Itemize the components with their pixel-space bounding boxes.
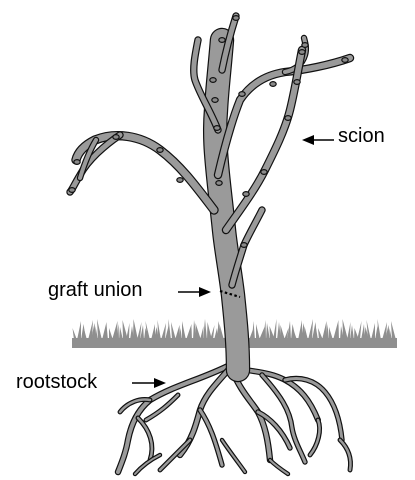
grass-blade <box>347 322 351 340</box>
bud <box>342 58 348 63</box>
grass-blade <box>158 320 162 340</box>
tree-trunk-and-branches <box>70 16 350 370</box>
bud <box>261 170 267 175</box>
bud <box>241 243 247 248</box>
bud <box>177 178 183 183</box>
graft-union-label: graft union <box>48 280 143 300</box>
grass-blade <box>252 321 255 340</box>
graft-union-arrow <box>178 287 211 297</box>
grass-blade <box>371 323 375 340</box>
bud <box>214 126 220 131</box>
bud <box>219 38 225 43</box>
grass-blade <box>322 321 327 340</box>
scion-arrow <box>302 135 334 145</box>
grass-blade <box>203 319 207 340</box>
bud <box>243 192 249 197</box>
grass-blade <box>200 326 204 340</box>
root-16 <box>270 460 288 474</box>
grass-blade <box>343 319 349 340</box>
grass-blade <box>350 325 354 340</box>
bud <box>233 16 239 21</box>
grass-blade <box>280 325 285 340</box>
grass-blade <box>126 323 130 340</box>
bud <box>239 92 245 97</box>
bud <box>69 188 75 193</box>
grass-blade <box>182 321 186 340</box>
root-15 <box>222 440 245 472</box>
scion-label: scion <box>338 126 385 146</box>
grass-blade <box>256 324 260 340</box>
bud <box>157 148 163 153</box>
grass-blade <box>266 323 270 340</box>
grass-blade <box>391 321 396 340</box>
grass-blade <box>378 319 382 340</box>
bud <box>74 160 80 165</box>
grass-blade <box>133 319 138 340</box>
grass-blade <box>119 327 123 340</box>
grass-blade <box>171 322 176 340</box>
bud <box>270 82 276 87</box>
branch-0 <box>76 136 214 210</box>
bud <box>302 43 308 48</box>
bud <box>113 135 119 140</box>
grass-blade <box>305 326 309 340</box>
grass-blade <box>196 323 202 340</box>
bud <box>299 50 305 55</box>
grass-blade <box>315 325 318 340</box>
trunk <box>215 40 238 370</box>
rootstock-label: rootstock <box>16 372 97 392</box>
grass-blade <box>308 319 313 340</box>
root-5 <box>160 440 190 470</box>
grass-blade <box>151 324 155 340</box>
bud <box>210 78 216 83</box>
branch-0-outline <box>76 136 214 210</box>
grass-blade <box>329 327 333 340</box>
grass-blade <box>175 325 180 340</box>
grass-blade <box>77 321 81 340</box>
bud <box>294 80 300 85</box>
bud <box>285 116 291 121</box>
rootstock-arrow <box>132 378 166 388</box>
grass-blade <box>210 325 215 340</box>
grass-blade <box>168 319 171 340</box>
grass-blade <box>161 323 166 340</box>
grass-blade <box>97 319 102 340</box>
grass-blade <box>109 328 113 340</box>
bud <box>216 181 222 186</box>
grass-blade <box>298 320 302 340</box>
bud <box>212 98 218 103</box>
